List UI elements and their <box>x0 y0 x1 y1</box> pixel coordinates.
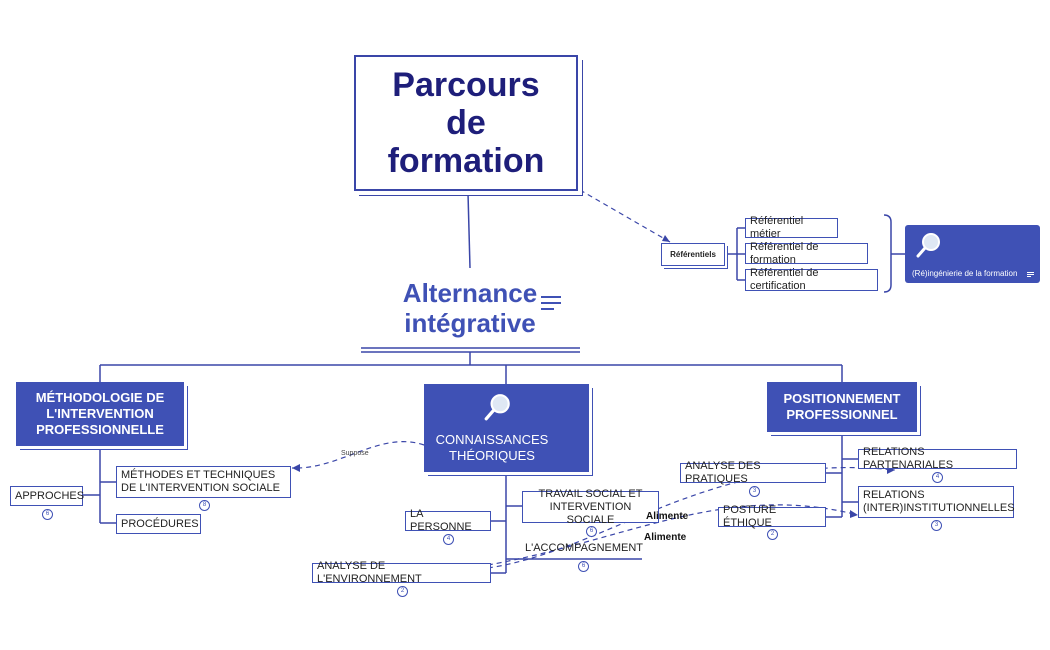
positionnement-node[interactable]: POSITIONNEMENT PROFESSIONNEL <box>767 382 917 432</box>
connaissances-node[interactable]: CONNAISSANCES THÉORIQUES <box>424 384 655 488</box>
methodes-techniques[interactable]: MÉTHODES ET TECHNIQUES DE L'INTERVENTION… <box>116 466 291 498</box>
referentiel-metier[interactable]: Référentiel métier <box>745 215 838 240</box>
notes-icon <box>644 481 655 489</box>
central-line2: intégrative <box>404 308 536 338</box>
notes-icon <box>1027 272 1034 278</box>
posture-ethique[interactable]: POSTURE ÉTHIQUE <box>718 504 826 529</box>
alimente-label-1: Alimente <box>646 511 689 522</box>
title-central-link <box>467 192 471 269</box>
referentiels-node[interactable]: Référentiels <box>661 243 725 266</box>
count-badge: 6 <box>42 509 53 520</box>
analyse-pratiques[interactable]: ANALYSE DES PRATIQUES <box>680 460 826 485</box>
central-line1: Alternance <box>402 278 538 308</box>
count-badge: 3 <box>749 486 760 497</box>
travail-social[interactable]: TRAVAIL SOCIAL ET INTERVENTION SOCIALE <box>522 488 659 526</box>
title-text: Parcours de formation <box>387 66 545 180</box>
suppose-label: Suppose <box>341 450 369 457</box>
accompagnement[interactable]: L'ACCOMPAGNEMENT <box>525 542 644 554</box>
title-referentiels-link <box>579 189 671 243</box>
ingenierie-label: (Ré)ingénierie de la formation <box>912 269 1018 278</box>
count-badge: 4 <box>932 472 943 483</box>
procedures[interactable]: PROCÉDURES <box>116 514 201 534</box>
suppose-link <box>291 441 425 469</box>
referentiels-label: Référentiels <box>670 250 716 259</box>
central-topic[interactable]: Alternance intégrative <box>360 278 580 342</box>
magnifier-icon <box>916 233 940 258</box>
analyse-environnement[interactable]: ANALYSE DE L'ENVIRONNEMENT <box>312 560 491 585</box>
approches[interactable]: APPROCHES <box>10 486 84 506</box>
count-badge: 3 <box>931 520 942 531</box>
count-badge: 2 <box>397 586 408 597</box>
referentiel-formation[interactable]: Référentiel de formation <box>745 241 868 266</box>
methodologie-node[interactable]: MÉTHODOLOGIE DE L'INTERVENTION PROFESSIO… <box>16 382 184 446</box>
count-badge: 6 <box>578 561 589 572</box>
ingenierie-callout[interactable]: (Ré)ingénierie de la formation <box>905 225 1040 283</box>
referentiel-certification[interactable]: Référentiel de certification <box>745 267 878 292</box>
la-personne[interactable]: LA PERSONNE <box>405 508 491 533</box>
magnifier-icon <box>484 394 510 421</box>
alimente-label-2: Alimente <box>644 532 687 543</box>
title-node[interactable]: Parcours de formation <box>354 55 578 191</box>
count-badge: 4 <box>443 534 454 545</box>
count-badge: 2 <box>767 529 778 540</box>
notes-icon[interactable] <box>541 296 561 310</box>
relations-partenariales[interactable]: RELATIONS PARTENARIALES <box>858 446 1017 471</box>
relations-institutionnelles[interactable]: RELATIONS (INTER)INSTITUTIONNELLES <box>858 486 1015 518</box>
count-badge: 6 <box>586 526 597 537</box>
count-badge: 8 <box>199 500 210 511</box>
